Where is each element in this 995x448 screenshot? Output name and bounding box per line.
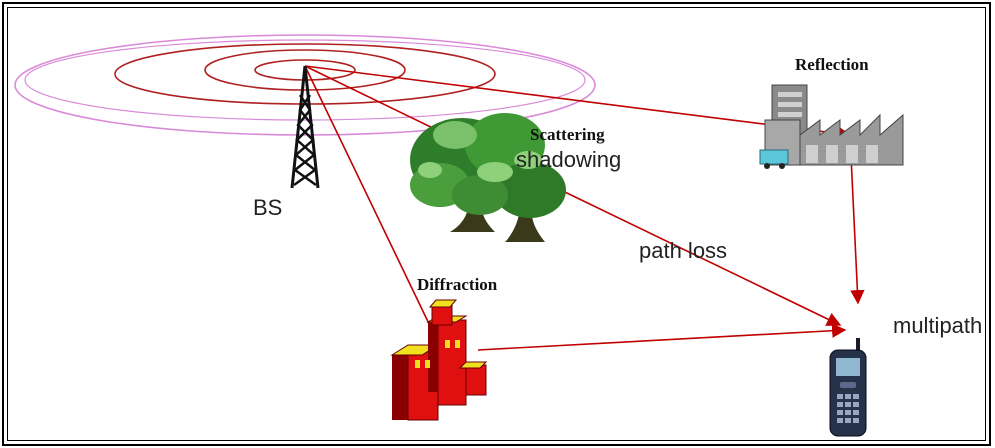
- path-loss-line: [539, 179, 842, 326]
- radiation-rings: [14, 34, 596, 136]
- shadowing-label: shadowing: [516, 147, 621, 172]
- red-buildings-icon: [390, 299, 488, 421]
- path-diffraction-to-phone: [477, 323, 847, 351]
- reflection-label: Reflection: [795, 55, 869, 74]
- bs-label: BS: [253, 195, 282, 220]
- path-to-diffraction: [304, 65, 433, 331]
- diffraction-label: Diffraction: [417, 275, 498, 294]
- antenna-tower-icon: [290, 65, 320, 189]
- path-to-factory: [304, 65, 852, 141]
- scattering-label: Scattering: [530, 125, 605, 144]
- tree-icon: [410, 113, 566, 242]
- mobile-phone-icon: [829, 338, 867, 437]
- multipath-label: multipath: [893, 313, 982, 338]
- path-loss-label: path loss: [639, 238, 727, 263]
- factory-icon: [759, 84, 904, 169]
